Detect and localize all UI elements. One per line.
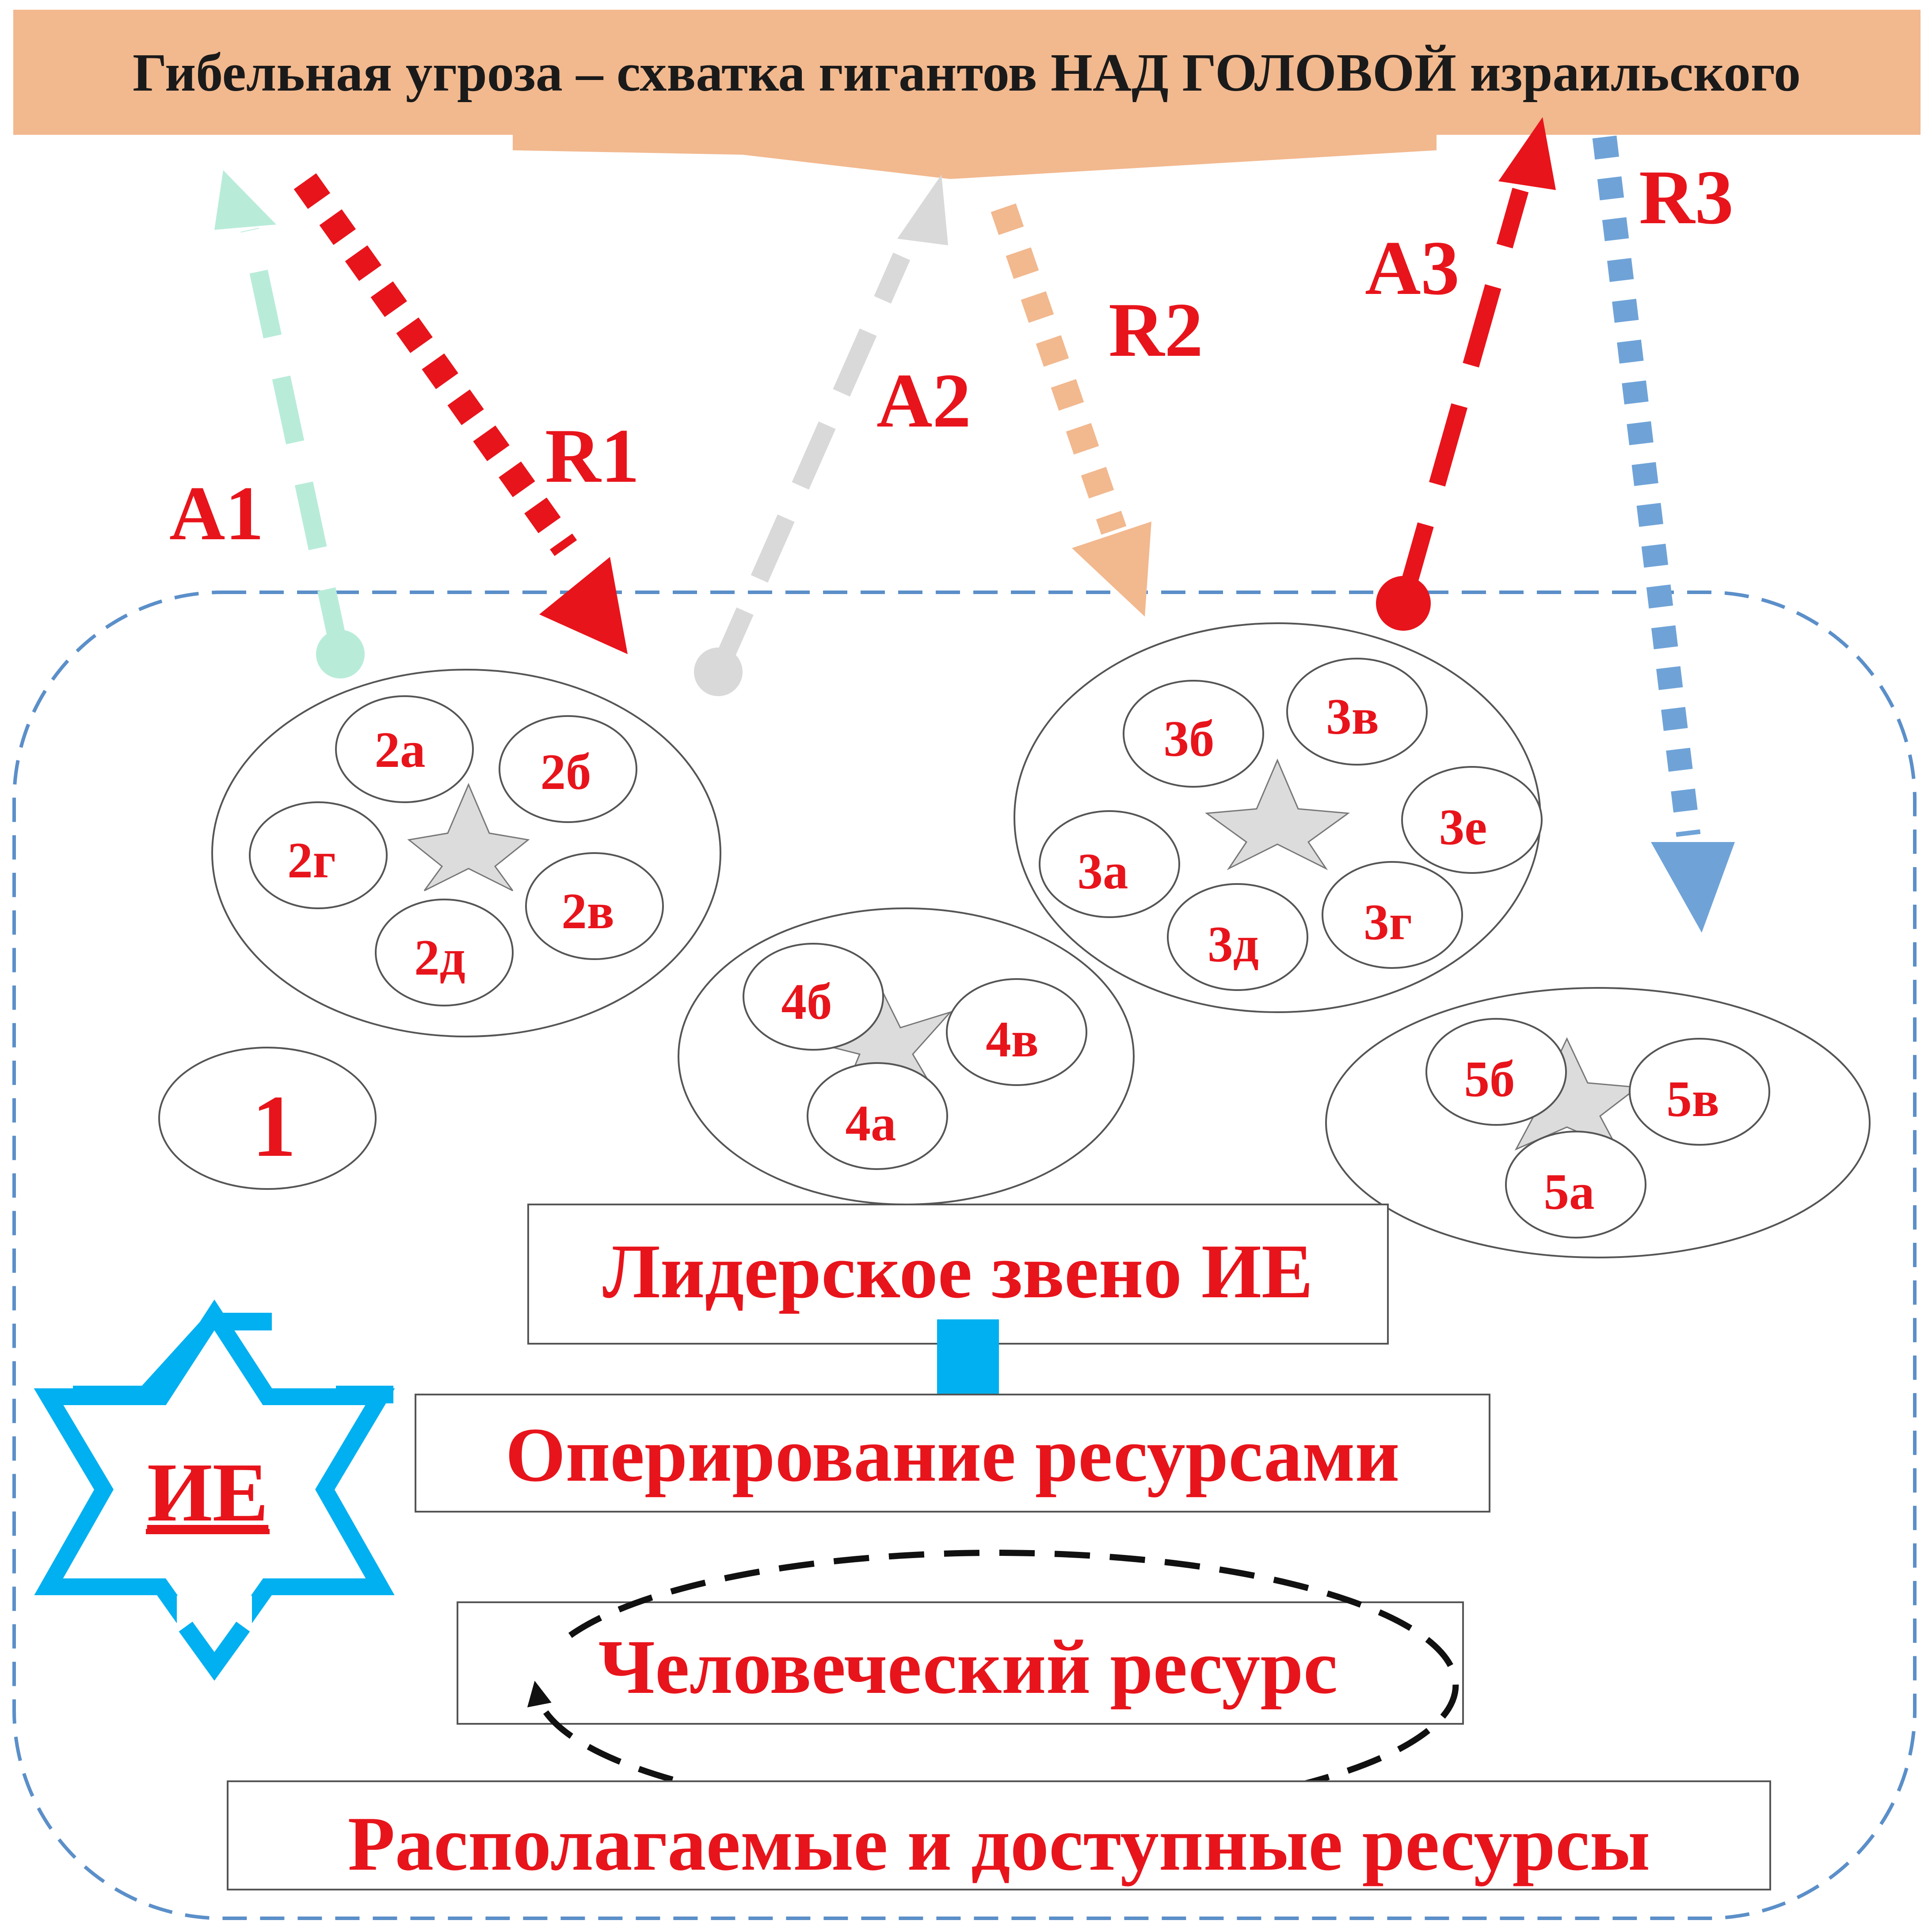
group-2: 2а 2б 2в 2г 2д <box>211 669 721 1037</box>
block-available-text: Располагаемые и доступные ресурсы <box>348 1801 1650 1886</box>
label-r1: R1 <box>545 413 640 499</box>
group-2-star <box>407 783 530 892</box>
member-3v <box>1286 658 1428 766</box>
block-leader-text: Лидерское звено ИЕ <box>602 1228 1313 1314</box>
member-2b-label: 2б <box>541 744 591 800</box>
member-4b <box>743 943 884 1051</box>
member-3d-label: 3д <box>1208 916 1259 972</box>
group-4: 4а 4б 4в <box>678 907 1135 1205</box>
arrow-a3 <box>1376 117 1556 631</box>
member-2g <box>249 801 388 909</box>
member-4v <box>946 978 1087 1086</box>
member-4a <box>807 1062 948 1170</box>
arrow-a2 <box>694 175 948 696</box>
member-2d <box>375 899 514 1006</box>
member-2v-label: 2в <box>561 883 614 939</box>
member-3b <box>1123 680 1264 788</box>
member-3v-label: 3в <box>1326 689 1379 745</box>
member-3a-label: 3а <box>1078 843 1128 899</box>
arrow-r1 <box>293 173 628 654</box>
member-5v <box>1629 1038 1770 1146</box>
label-a2: A2 <box>876 358 971 443</box>
member-2d-label: 2д <box>414 930 465 986</box>
member-2a <box>335 695 474 803</box>
arrow-a1 <box>214 170 365 678</box>
group-5: 5а 5б 5в <box>1325 987 1871 1258</box>
ie-emblem: ИЕ <box>34 1299 395 1681</box>
member-3g-label: 3г <box>1364 894 1412 950</box>
group-1-label: 1 <box>252 1078 296 1175</box>
member-5v-label: 5в <box>1666 1071 1719 1127</box>
label-a1: A1 <box>169 470 264 556</box>
member-4b-label: 4б <box>781 974 832 1030</box>
member-2b <box>499 715 637 823</box>
emblem-label: ИЕ <box>147 1446 269 1539</box>
block-human: Человеческий ресурс <box>457 1550 1464 1821</box>
hexagram-bottom-chevron <box>179 1621 250 1681</box>
block-leader: Лидерское звено ИЕ <box>527 1204 1389 1345</box>
member-4a-label: 4а <box>846 1095 896 1151</box>
member-3a <box>1039 810 1180 918</box>
member-5a-label: 5а <box>1544 1164 1595 1220</box>
arrow-r2 <box>991 203 1151 617</box>
member-3g <box>1322 861 1463 969</box>
block-available: Располагаемые и доступные ресурсы <box>227 1780 1771 1890</box>
member-5a <box>1505 1131 1646 1238</box>
member-3e-label: 3е <box>1439 799 1487 855</box>
threat-banner: Гибельная угроза – схватка гигантов НАД … <box>13 10 1921 179</box>
group-3-star <box>1204 758 1350 870</box>
member-3d <box>1167 883 1308 991</box>
arrow-r3 <box>1592 135 1735 933</box>
block-human-text: Человеческий ресурс <box>598 1624 1338 1710</box>
banner-title: Гибельная угроза – схватка гигантов НАД … <box>133 43 1801 103</box>
label-r3: R3 <box>1639 154 1734 240</box>
group-1: 1 <box>158 1047 377 1190</box>
block-operate-text: Оперирование ресурсами <box>505 1412 1399 1498</box>
israeli-community-boundary <box>12 591 1917 1920</box>
member-3e <box>1401 766 1543 874</box>
member-2a-label: 2а <box>375 722 426 778</box>
group-3: 3а 3б 3в 3г 3д 3е <box>1014 622 1543 1013</box>
member-2v <box>525 852 664 960</box>
member-5b-label: 5б <box>1464 1051 1515 1107</box>
label-a3: A3 <box>1365 225 1459 311</box>
member-4v-label: 4в <box>986 1011 1039 1067</box>
member-3b-label: 3б <box>1164 711 1215 767</box>
member-2g-label: 2г <box>287 832 336 888</box>
member-5b <box>1425 1018 1567 1126</box>
block-operate: Оперирование ресурсами <box>415 1394 1490 1513</box>
label-r2: R2 <box>1109 287 1203 373</box>
